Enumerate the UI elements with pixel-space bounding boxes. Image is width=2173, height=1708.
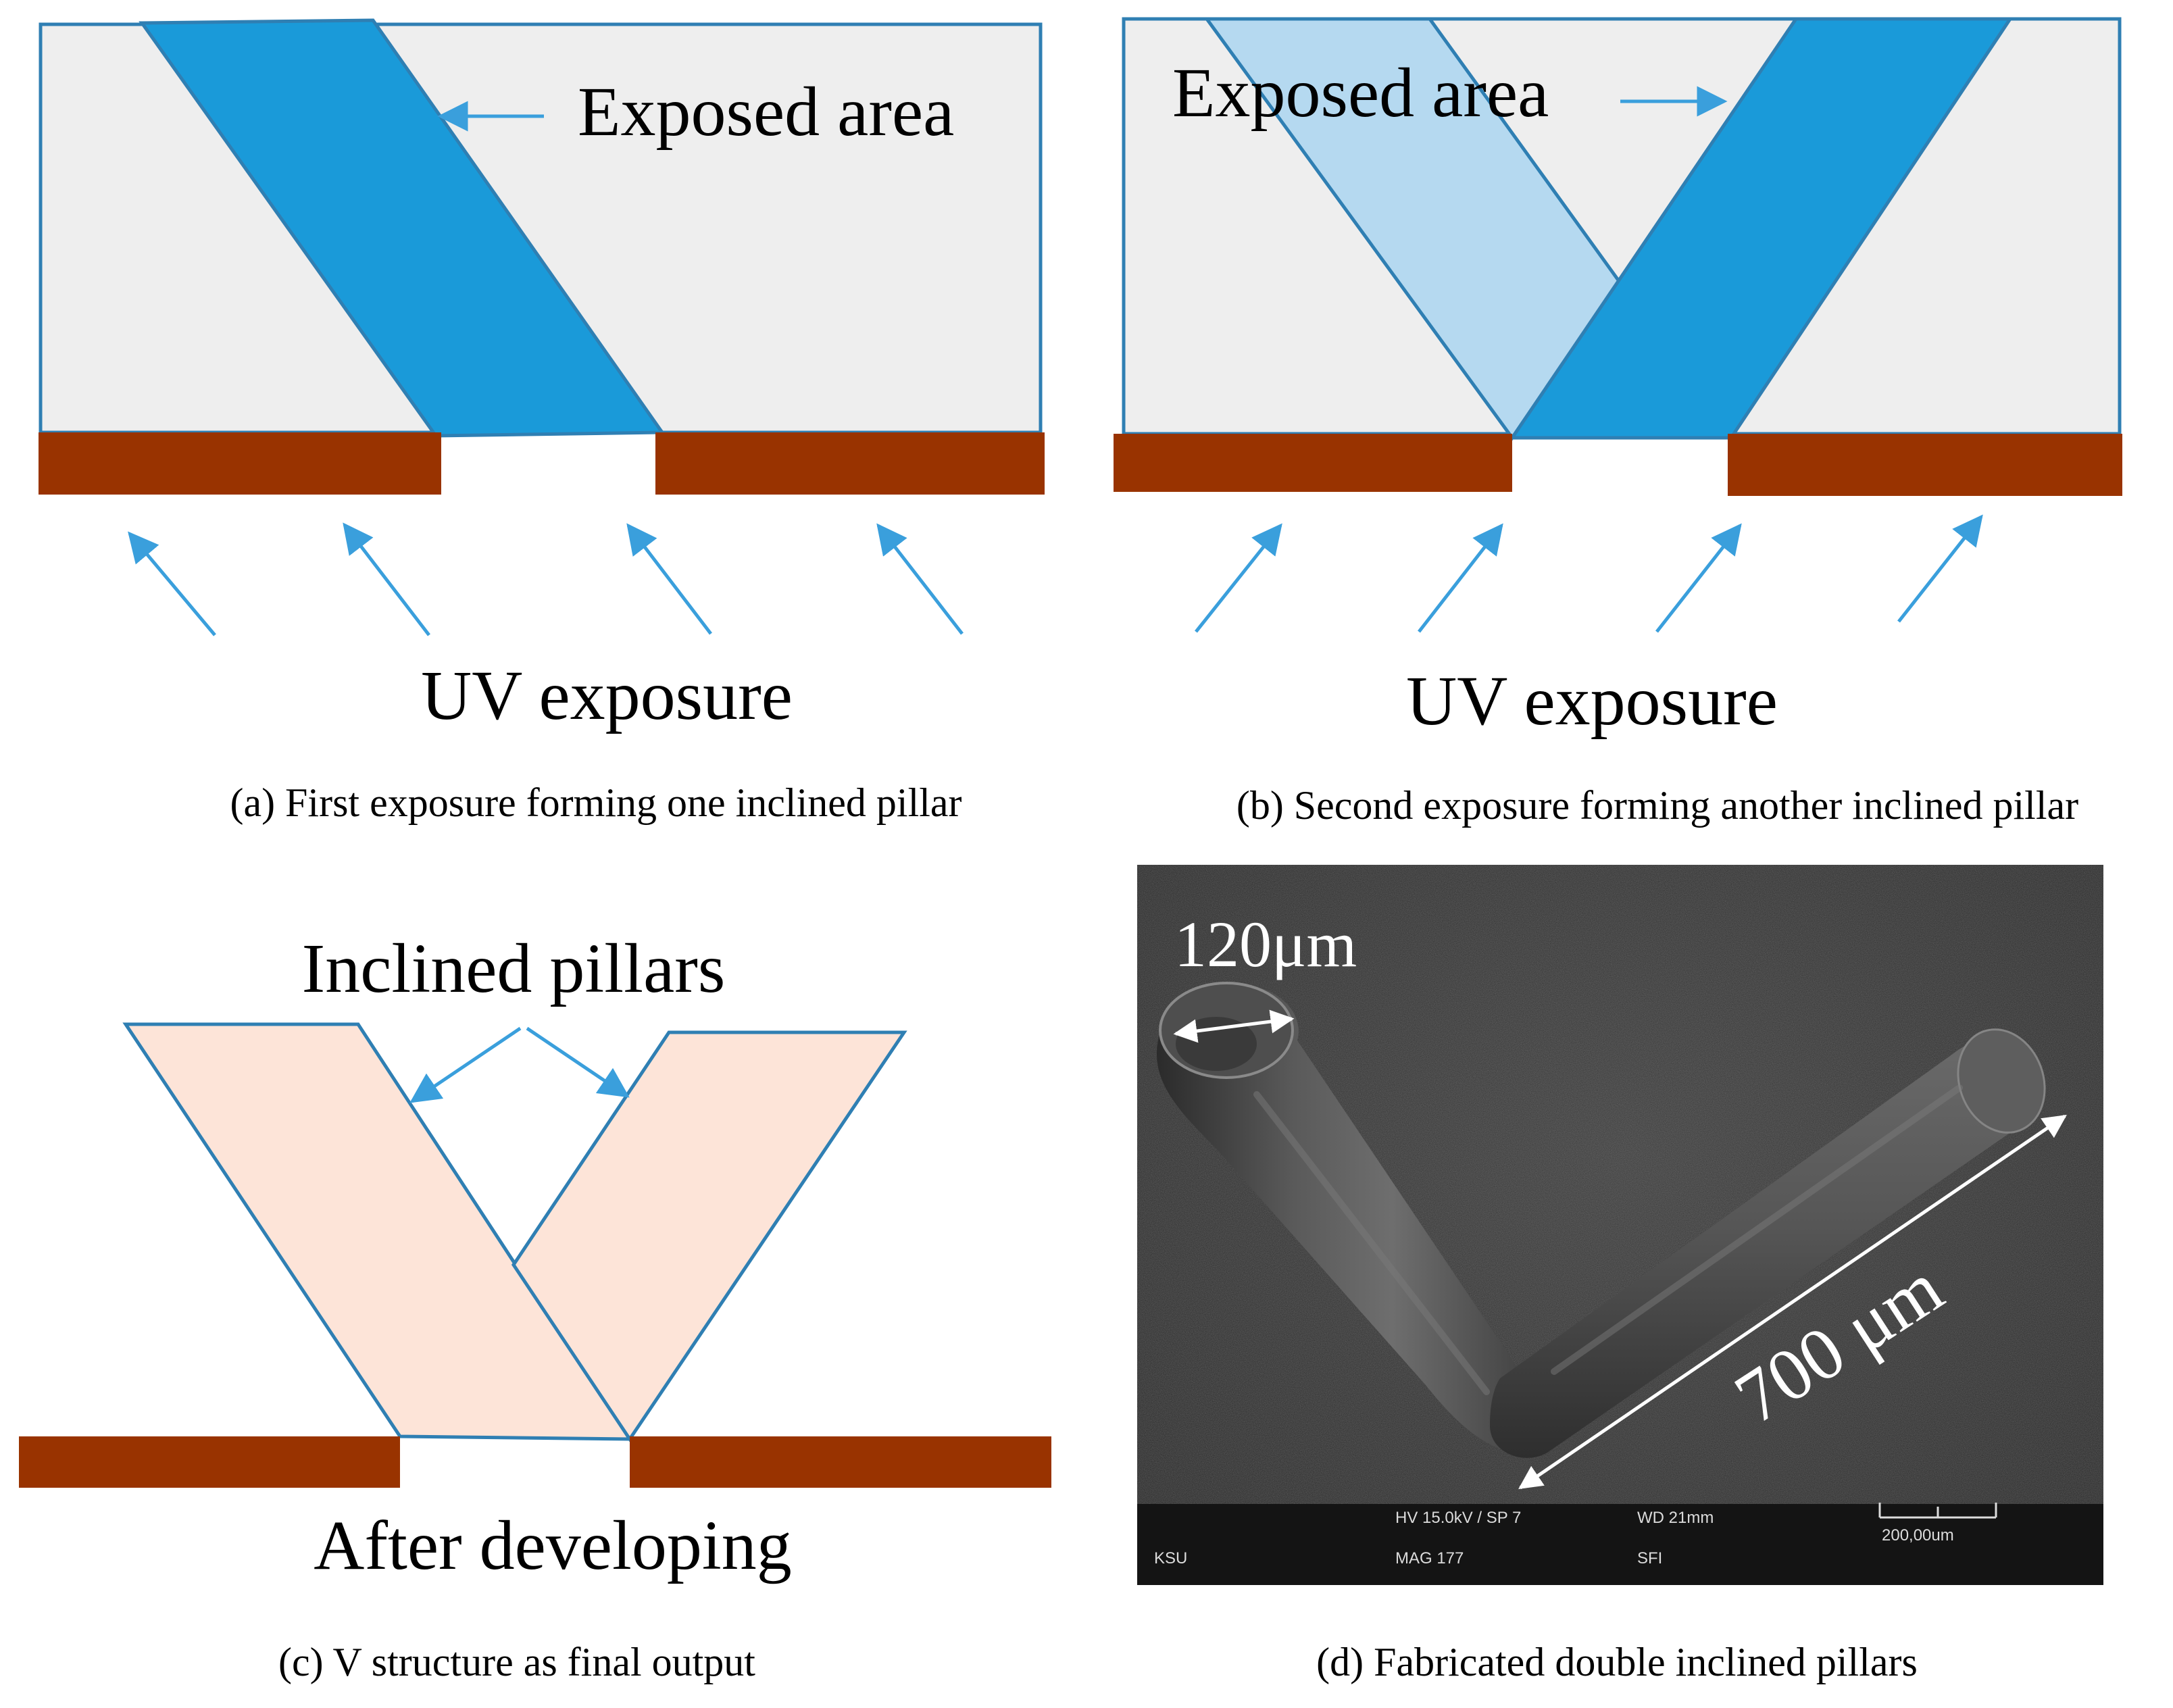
sem-scale-bar xyxy=(1878,1503,1997,1519)
arrow-icon xyxy=(626,523,712,635)
pointer-arrow-icon xyxy=(526,1026,630,1098)
sem-wd: WD 21mm xyxy=(1637,1509,1714,1527)
arrow-icon xyxy=(1195,523,1282,633)
mask-right xyxy=(1728,434,2122,496)
sem-mag: MAG 177 xyxy=(1395,1549,1464,1567)
arrow-icon xyxy=(1897,514,1983,623)
sem-org: KSU xyxy=(1154,1549,1187,1567)
panel-d: 120μm 700 μm HV 15.0kV / SP 7 WD 21mm KS… xyxy=(1137,865,2103,1684)
caption-a: (a) First exposure forming one inclined … xyxy=(230,780,961,825)
uv-exposure-label: UV exposure xyxy=(1406,662,1778,740)
sem-image: 120μm 700 μm HV 15.0kV / SP 7 WD 21mm KS… xyxy=(1137,865,2103,1585)
width-double-arrow-icon xyxy=(1173,1009,1295,1043)
mask-right xyxy=(630,1436,1051,1488)
sem-scale-label: 200,00um xyxy=(1882,1526,1954,1544)
mask-left xyxy=(19,1436,400,1488)
exposed-area-label: Exposed area xyxy=(1172,54,1549,132)
caption-d: (d) Fabricated double inclined pillars xyxy=(1316,1640,1918,1684)
exposed-area-label: Exposed area xyxy=(578,73,954,151)
width-label: 120μm xyxy=(1174,908,1357,980)
inclined-pillars-label: Inclined pillars xyxy=(302,930,726,1007)
uv-exposure-label: UV exposure xyxy=(421,657,793,734)
pointer-arrow-icon xyxy=(409,1026,522,1103)
arrow-icon xyxy=(876,523,964,635)
arrow-icon xyxy=(1418,523,1503,633)
after-developing-label: After developing xyxy=(314,1507,792,1584)
arrow-icon xyxy=(128,531,216,636)
caption-b: (b) Second exposure forming another incl… xyxy=(1237,783,2078,828)
mask-left xyxy=(39,432,441,495)
panel-b: Exposed area UV exposure (b) Second expo… xyxy=(1114,17,2122,828)
uv-rays xyxy=(1195,514,1983,633)
length-double-arrow-icon xyxy=(1518,1114,2067,1490)
panel-c: Inclined pillars After developing (c) V … xyxy=(19,930,1051,1684)
arrow-icon xyxy=(343,522,430,636)
sem-pillar-highlight xyxy=(1253,1091,1490,1395)
sem-info-bar xyxy=(1137,1504,2103,1585)
uv-rays xyxy=(128,522,964,636)
pillar-edge xyxy=(512,1264,631,1440)
sem-hv: HV 15.0kV / SP 7 xyxy=(1395,1509,1521,1527)
arrow-icon xyxy=(1655,523,1742,633)
caption-c: (c) V structure as final output xyxy=(278,1640,755,1684)
sem-detector: SFI xyxy=(1637,1549,1662,1567)
mask-right xyxy=(655,432,1045,495)
mask-left xyxy=(1114,434,1512,492)
panel-a: Exposed area UV exposure (a) First expos… xyxy=(39,18,1045,825)
